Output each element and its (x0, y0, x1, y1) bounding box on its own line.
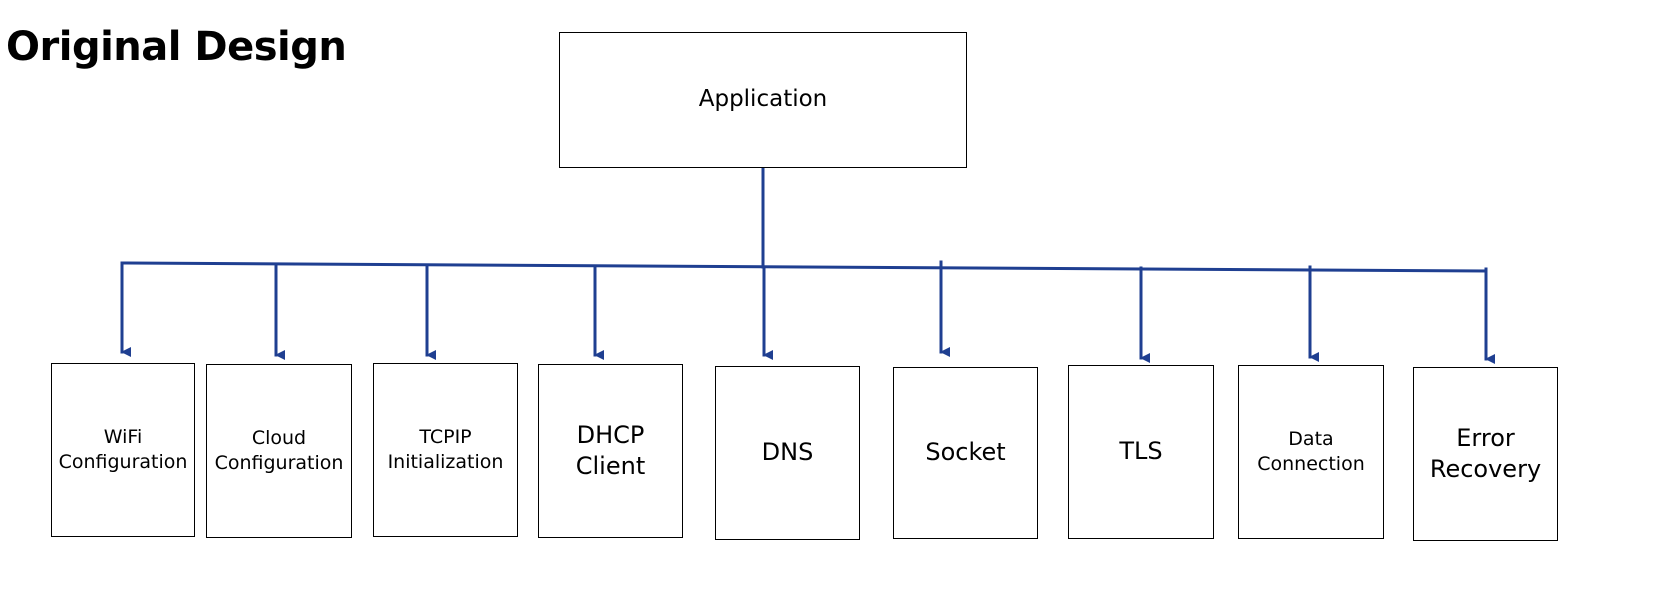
child-box-dns: DNS (715, 366, 860, 540)
connector-bus (120, 261, 1488, 273)
child-box-tls: TLS (1068, 365, 1214, 539)
child-box-cloud-configuration: Cloud Configuration (206, 364, 352, 538)
child-box-error-recovery: Error Recovery (1413, 367, 1558, 541)
child-box-tcpip-initialization: TCPIP Initialization (373, 363, 518, 537)
child-box-socket: Socket (893, 367, 1038, 539)
child-box-dhcp-client: DHCP Client (538, 364, 683, 538)
child-box-wifi-configuration: WiFi Configuration (51, 363, 195, 537)
child-box-data-connection: Data Connection (1238, 365, 1384, 539)
root-box-application: Application (559, 32, 967, 168)
page-title: Original Design (6, 24, 347, 70)
